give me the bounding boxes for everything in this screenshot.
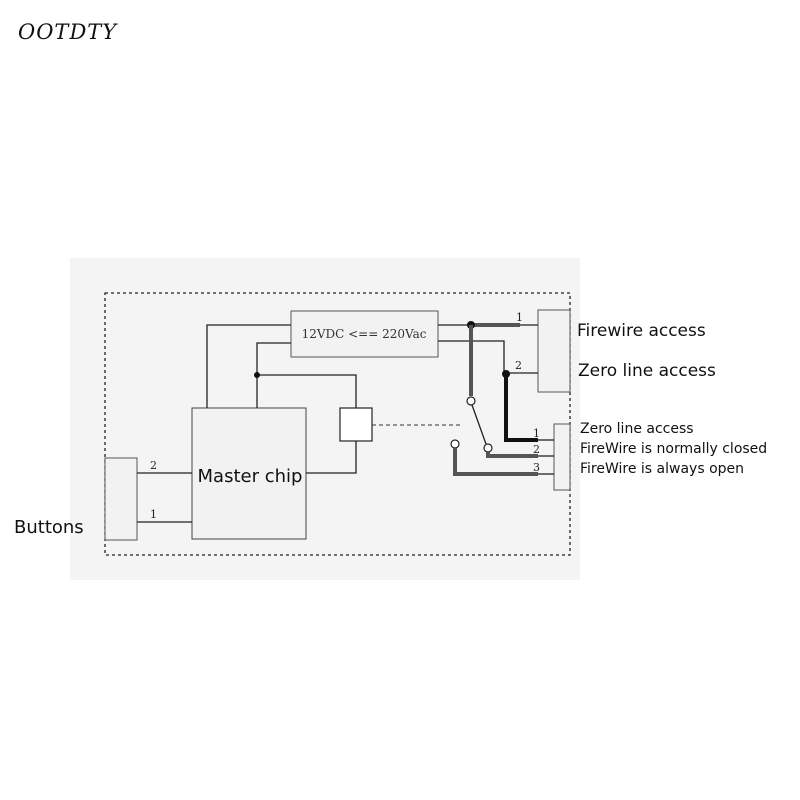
no-output-wire (453, 448, 538, 476)
button-pin-2-label: 2 (150, 459, 157, 472)
relay-coil-box (339, 407, 373, 442)
output-connector-top (537, 309, 571, 393)
switch-no-terminal (450, 439, 460, 449)
bottom-zero-line-label: Zero line access (580, 421, 694, 437)
power-converter-box (290, 310, 439, 358)
relay-return-wire (306, 441, 357, 474)
button-pin-1-label: 1 (150, 508, 157, 521)
switch-nc-terminal (483, 443, 493, 453)
master-chip-label: Master chip (198, 466, 303, 487)
firewire-access-label: Firewire access (577, 321, 706, 341)
neutral-to-bottom-wire (504, 374, 538, 442)
top-pin-2-label: 2 (515, 359, 522, 372)
zero-line-access-label: Zero line access (578, 361, 716, 381)
bottom-pin-2-label: 2 (533, 443, 540, 456)
normally-closed-label: FireWire is normally closed (580, 441, 767, 457)
chip-to-converter-wire-b (256, 342, 291, 408)
top-pin-1-label: 1 (516, 311, 523, 324)
bottom-pin-3-label: 3 (533, 461, 540, 474)
master-chip-box (191, 407, 307, 540)
buttons-connector (104, 457, 138, 541)
power-converter-label: 12VDC <== 220Vac (302, 327, 427, 341)
bottom-pin-1-label: 1 (533, 427, 540, 440)
chip-to-relay-wire (257, 374, 357, 408)
nc-output-wire (486, 452, 538, 458)
switch-blade (471, 404, 487, 445)
buttons-label: Buttons (14, 517, 84, 538)
chip-to-converter-wire-a (206, 324, 291, 408)
output-connector-bottom (553, 423, 571, 491)
switch-common-terminal (466, 396, 476, 406)
converter-neutral-wire (438, 340, 538, 374)
always-open-label: FireWire is always open (580, 461, 744, 477)
brand-logo-text: OOTDTY (18, 20, 118, 44)
junction-dot (254, 372, 260, 378)
